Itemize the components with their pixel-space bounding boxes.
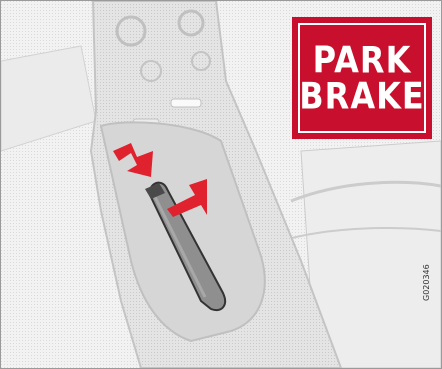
sign-text-line2: BRAKE (299, 75, 424, 116)
sign-border: PARK BRAKE (298, 23, 426, 133)
park-brake-warning-sign: PARK BRAKE (292, 17, 432, 139)
figure-reference-code: G020346 (422, 264, 431, 301)
console-slot (171, 99, 201, 107)
